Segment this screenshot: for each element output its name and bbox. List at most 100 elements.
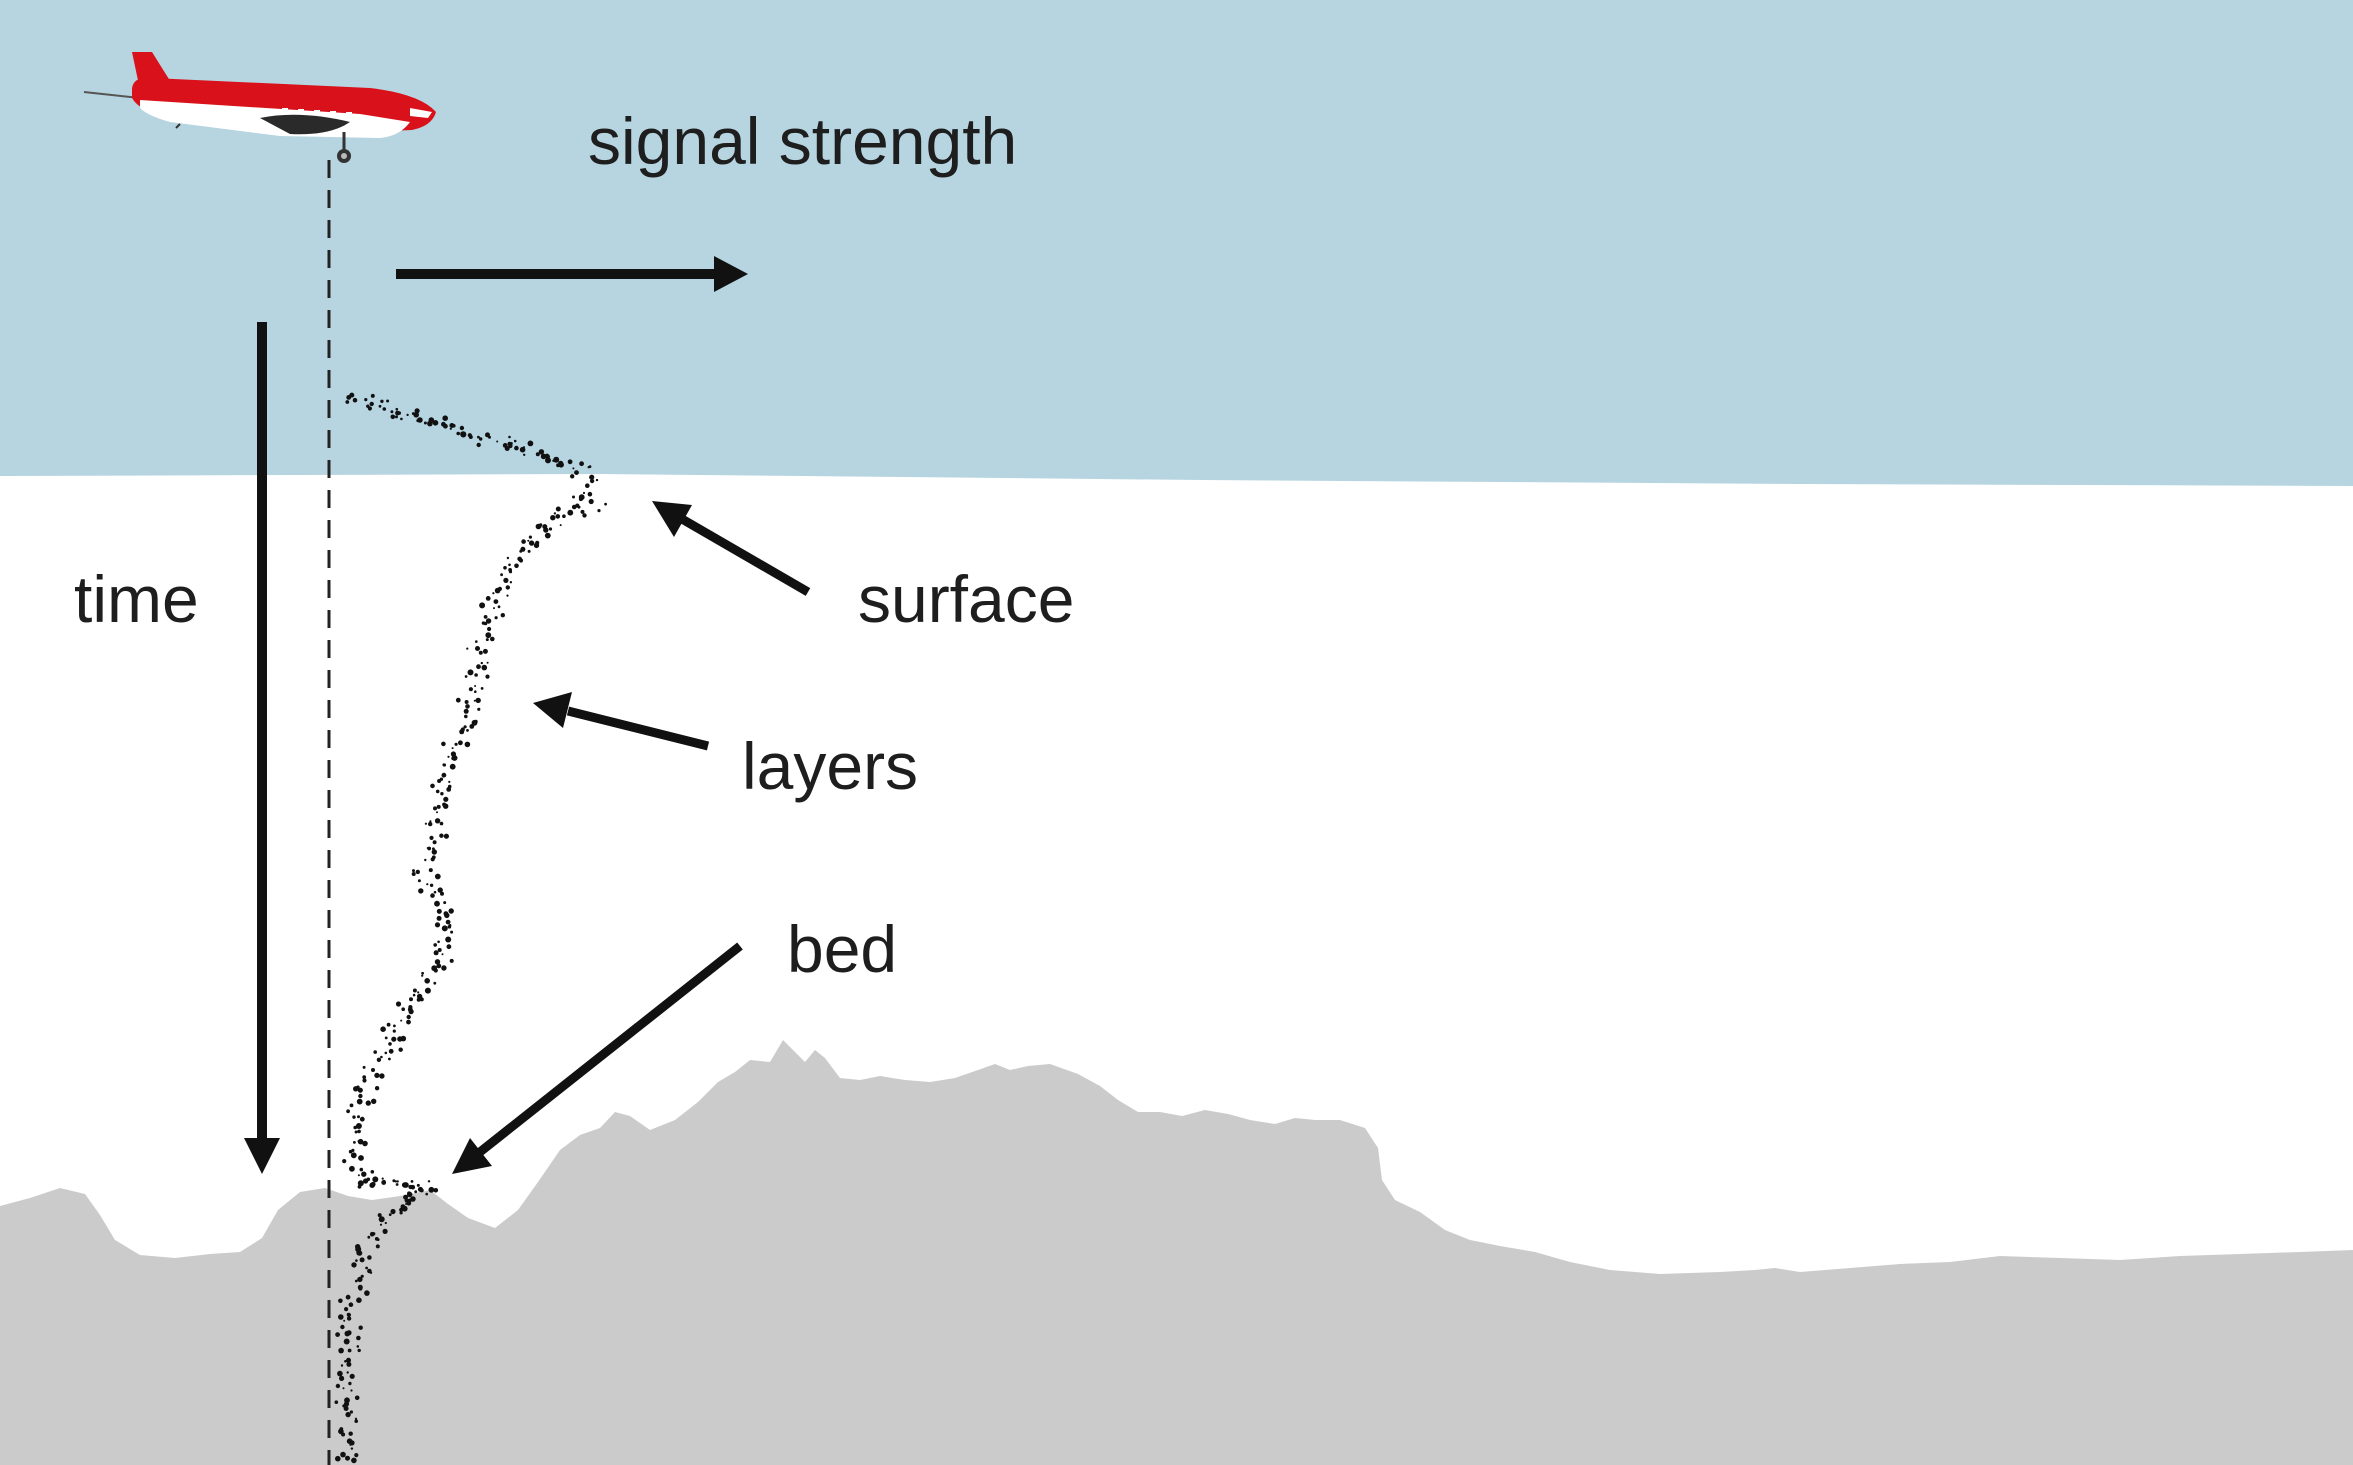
- echo-dot: [467, 433, 472, 438]
- echo-dot: [377, 1213, 382, 1218]
- echo-dot: [445, 919, 451, 925]
- echo-dot: [589, 474, 595, 480]
- echo-dot: [528, 535, 533, 539]
- echo-dot: [410, 1184, 416, 1190]
- echo-dot: [350, 1389, 353, 1392]
- echo-dot: [355, 1259, 358, 1262]
- echo-dot: [558, 462, 564, 468]
- echo-dot: [464, 741, 471, 748]
- echo-dot: [468, 687, 473, 692]
- echo-dot: [493, 599, 499, 604]
- echo-dot: [379, 1073, 385, 1079]
- echo-dot: [527, 440, 534, 447]
- echo-dot: [460, 727, 465, 732]
- radar-echo-trace: [334, 392, 607, 1464]
- echo-dot: [535, 452, 540, 457]
- echo-dot: [357, 1180, 364, 1187]
- echo-dot: [351, 1262, 357, 1268]
- echo-dot: [550, 515, 556, 521]
- echo-dot: [395, 415, 398, 419]
- echo-dot: [538, 449, 545, 455]
- echo-dot: [342, 1159, 347, 1164]
- echo-dot: [340, 1324, 345, 1330]
- bed-pointer-arrow: [452, 942, 743, 1174]
- echo-dot: [449, 427, 452, 430]
- echo-dot: [442, 763, 446, 767]
- echo-dot: [553, 456, 560, 463]
- echo-dot: [357, 1276, 363, 1283]
- echo-dot: [374, 1086, 380, 1091]
- echo-dot: [364, 1290, 370, 1296]
- echo-dot: [436, 963, 442, 969]
- echo-dot: [562, 514, 566, 518]
- echo-dot: [535, 540, 540, 545]
- echo-dot: [406, 1014, 411, 1020]
- echo-dot: [514, 563, 519, 569]
- echo-dot: [466, 647, 469, 650]
- echo-dot: [508, 563, 511, 567]
- echo-dot: [353, 1141, 356, 1144]
- echo-dot: [354, 1279, 358, 1283]
- echo-dot: [463, 725, 467, 729]
- echo-dot: [428, 417, 435, 423]
- echo-dot: [567, 459, 573, 465]
- echo-dot: [348, 1313, 351, 1317]
- echo-dot: [428, 868, 433, 873]
- echo-dot: [450, 930, 454, 934]
- layers-label: layers: [742, 729, 919, 803]
- echo-dot: [441, 741, 446, 747]
- echo-dot: [475, 640, 478, 643]
- echo-dot: [390, 414, 396, 420]
- echo-dot: [381, 1177, 384, 1180]
- echo-dot: [346, 1361, 352, 1367]
- echo-dot: [434, 873, 441, 880]
- echo-dot: [437, 779, 442, 783]
- echo-dot: [460, 431, 465, 436]
- echo-dot: [514, 445, 519, 451]
- echo-dot: [485, 432, 490, 438]
- echo-dot: [354, 1130, 358, 1134]
- echo-dot: [357, 1099, 361, 1104]
- echo-dot: [388, 1057, 391, 1061]
- echo-dot: [354, 1419, 359, 1423]
- echo-dot: [376, 1057, 382, 1063]
- echo-dot: [421, 974, 424, 977]
- echo-dot: [344, 1360, 347, 1363]
- echo-dot: [508, 443, 513, 449]
- echo-dot: [394, 1180, 397, 1183]
- echo-dot: [523, 453, 526, 456]
- echo-dot: [386, 399, 390, 403]
- echo-dot: [406, 413, 409, 417]
- echo-dot: [345, 1294, 351, 1300]
- echo-dot: [459, 425, 465, 431]
- echo-dot: [474, 685, 477, 687]
- echo-dot: [346, 1109, 350, 1114]
- echo-dot: [382, 1228, 388, 1234]
- echo-dot: [430, 783, 435, 789]
- echo-dot: [356, 1335, 361, 1341]
- echo-dot: [506, 594, 509, 597]
- echo-dot: [390, 410, 394, 414]
- echo-dot: [485, 638, 489, 642]
- echo-dot: [447, 755, 450, 758]
- echo-dot: [388, 1213, 392, 1216]
- echo-dot: [334, 1400, 339, 1404]
- echo-dot: [369, 1231, 375, 1237]
- echo-dot: [367, 1255, 372, 1260]
- echo-dot: [455, 697, 461, 703]
- echo-dot: [416, 997, 421, 1002]
- echo-dot: [419, 997, 424, 1002]
- echo-dot: [338, 1347, 344, 1354]
- echo-dot: [548, 527, 553, 531]
- echo-dot: [513, 439, 517, 443]
- echo-dot: [417, 991, 420, 994]
- echo-dot: [406, 1019, 411, 1025]
- echo-dot: [577, 505, 581, 509]
- echo-dot: [595, 478, 599, 482]
- echo-dot: [567, 509, 574, 516]
- echo-dot: [430, 893, 435, 898]
- echo-dot: [436, 908, 442, 914]
- echo-dot: [370, 1181, 376, 1187]
- echo-dot: [418, 888, 424, 894]
- echo-dot: [339, 1375, 345, 1381]
